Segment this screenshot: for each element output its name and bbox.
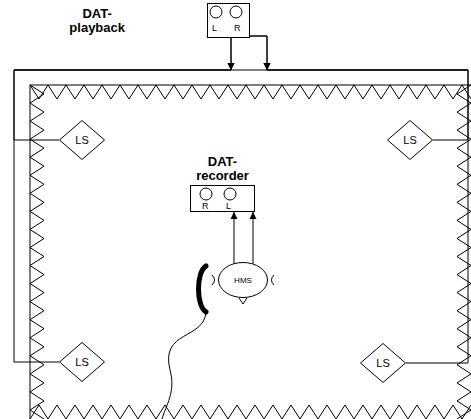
loudspeaker: LS — [387, 120, 433, 160]
wire-line — [253, 212, 254, 264]
ear — [272, 275, 275, 285]
head-outline — [219, 263, 268, 298]
room-wall — [30, 85, 471, 419]
device-box — [191, 186, 255, 212]
ear — [212, 275, 215, 285]
node-outline — [190, 185, 255, 212]
speaker-label: LS — [387, 120, 433, 160]
arrow-head — [228, 63, 235, 70]
handset-cord — [162, 312, 206, 419]
wire-line — [14, 38, 231, 140]
arrow-head — [264, 63, 271, 70]
signal-wire — [250, 36, 468, 363]
reel — [210, 6, 222, 18]
reel — [224, 188, 236, 200]
wedge-row — [457, 85, 471, 419]
speaker-label: LS — [59, 120, 105, 160]
telephone-handset — [199, 266, 207, 312]
wire-line — [234, 212, 235, 264]
reel — [200, 188, 212, 200]
wedge-row — [30, 85, 471, 99]
device-box — [208, 4, 250, 38]
wire-line — [250, 36, 468, 140]
head-measurement-system: HMS — [218, 262, 268, 298]
loudspeaker: LS — [59, 120, 105, 160]
diamond-outline — [388, 121, 433, 160]
device-title: DAT- playback — [69, 7, 125, 35]
speaker-label: LS — [59, 342, 105, 382]
wedge-row — [30, 405, 471, 419]
arrow-head — [228, 63, 235, 70]
channel-label: L — [212, 23, 217, 33]
channel-label: R — [234, 23, 241, 33]
signal-wire — [14, 38, 235, 140]
reel — [230, 6, 242, 18]
signal-wire — [250, 212, 257, 264]
absorber-wedges — [30, 85, 471, 419]
arrow-head — [250, 212, 257, 219]
loudspeaker: LS — [59, 342, 105, 382]
arrow-head — [231, 212, 238, 219]
signal-wire — [250, 36, 468, 140]
diamond-outline — [60, 343, 105, 382]
device-title: DAT- recorder — [196, 155, 249, 183]
speaker-label: LS — [360, 343, 406, 383]
dat-recorder: DAT- recorderRL — [190, 185, 255, 212]
dat-playback: DAT- playbackLR — [207, 3, 250, 38]
channel-label: L — [226, 201, 231, 211]
channel-label: R — [202, 201, 209, 211]
signal-wire — [231, 212, 238, 264]
wedge-row — [30, 85, 44, 419]
nose — [239, 298, 247, 304]
loudspeaker: LS — [360, 343, 406, 383]
wire-line — [250, 36, 468, 363]
diamond-outline — [361, 344, 406, 383]
diamond-outline — [60, 121, 105, 160]
hms-label: HMS — [218, 262, 268, 298]
arrow-head — [264, 63, 271, 70]
